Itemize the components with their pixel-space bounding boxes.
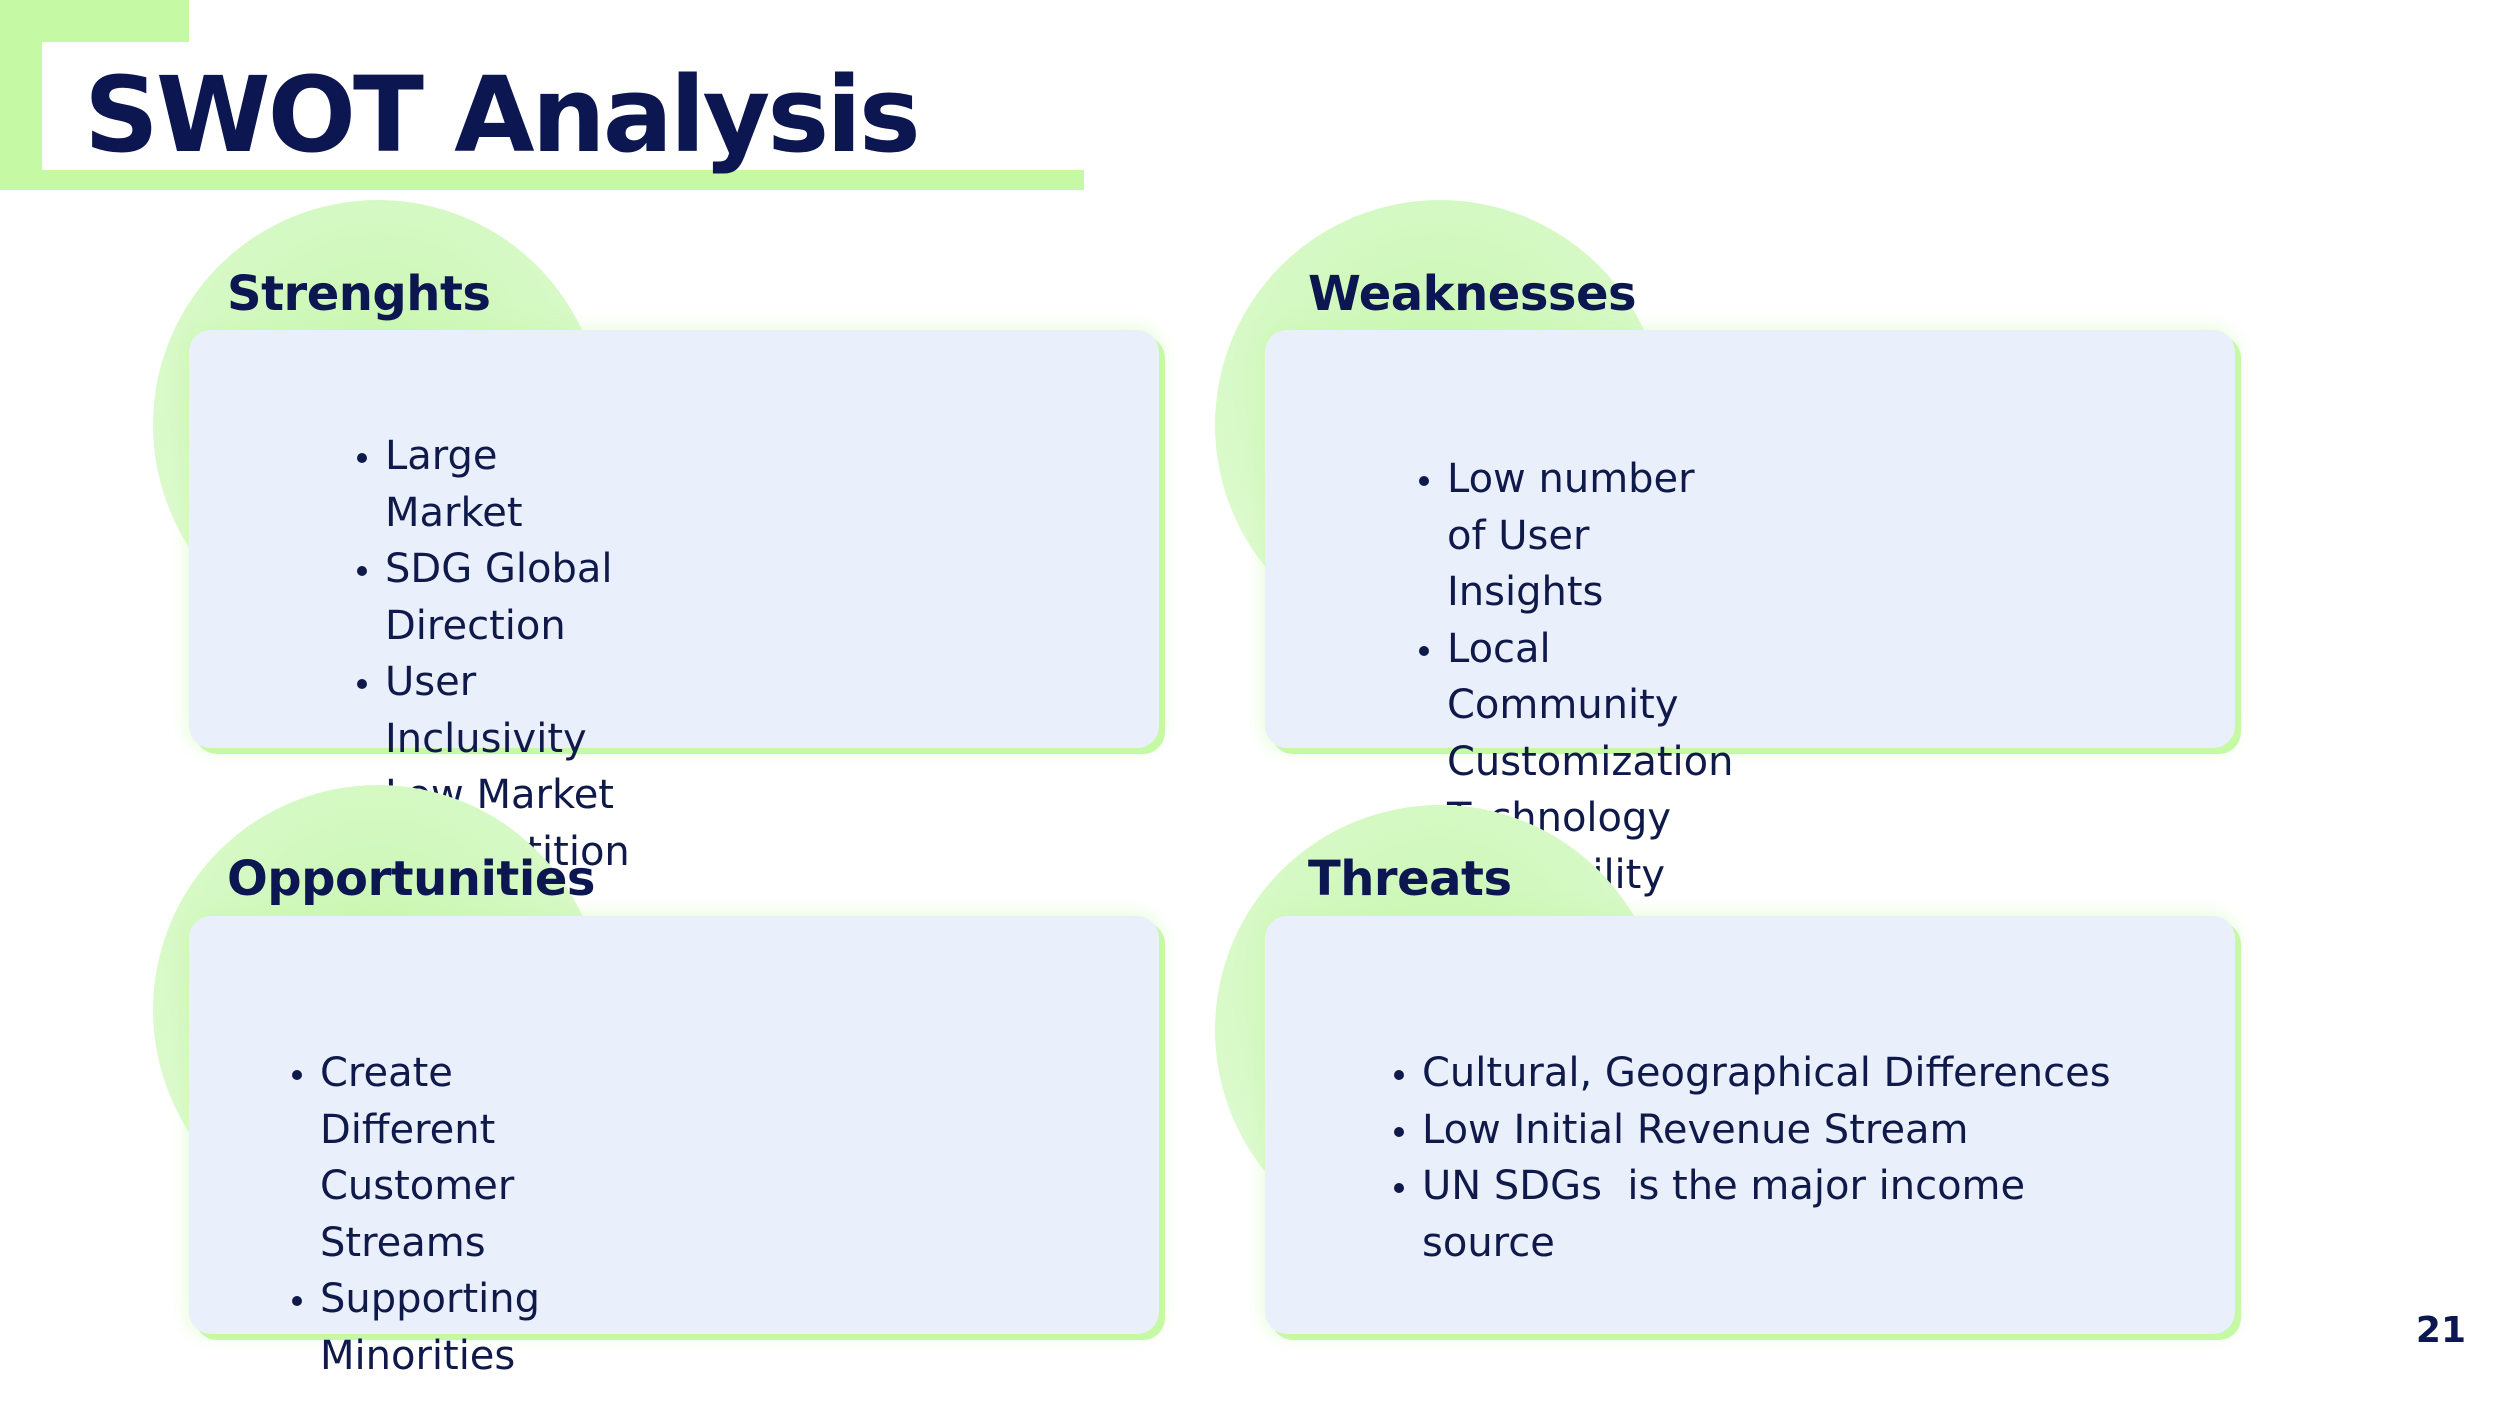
title-panel — [42, 42, 1084, 170]
list-item: SDG Global Direction — [355, 541, 630, 654]
list-item: Low Initial Revenue Stream — [1392, 1102, 2092, 1159]
threats-card — [1265, 916, 2235, 1334]
weaknesses-card — [1265, 330, 2235, 748]
list-item: User Inclusivity — [355, 654, 630, 767]
threats-list: Cultural, Geographical Differences Low I… — [1392, 1045, 2111, 1271]
strengths-card — [189, 330, 1159, 748]
list-item: UN SDGs is the major income source — [1392, 1158, 2092, 1271]
title-underline-bar — [0, 170, 1084, 190]
opportunities-title: Opportunities — [227, 851, 595, 907]
list-item: Low number of User Insights — [1417, 451, 1733, 621]
strengths-title: Strenghts — [227, 266, 491, 322]
list-item: Create Different Customer Streams — [290, 1045, 540, 1271]
page-title: SWOT Analysis — [84, 54, 921, 176]
list-item: Local Community Customization — [1417, 621, 1733, 791]
weaknesses-title: Weaknesses — [1308, 266, 1637, 322]
list-item: Cultural, Geographical Differences — [1392, 1045, 2111, 1102]
page-number: 21 — [2415, 1310, 2466, 1351]
threats-title: Threats — [1308, 851, 1512, 907]
opportunities-card — [189, 916, 1159, 1334]
list-item: Large Market — [355, 428, 630, 541]
list-item: Supporting Minorities — [290, 1271, 540, 1384]
opportunities-list: Create Different Customer Streams Suppor… — [290, 1045, 540, 1384]
